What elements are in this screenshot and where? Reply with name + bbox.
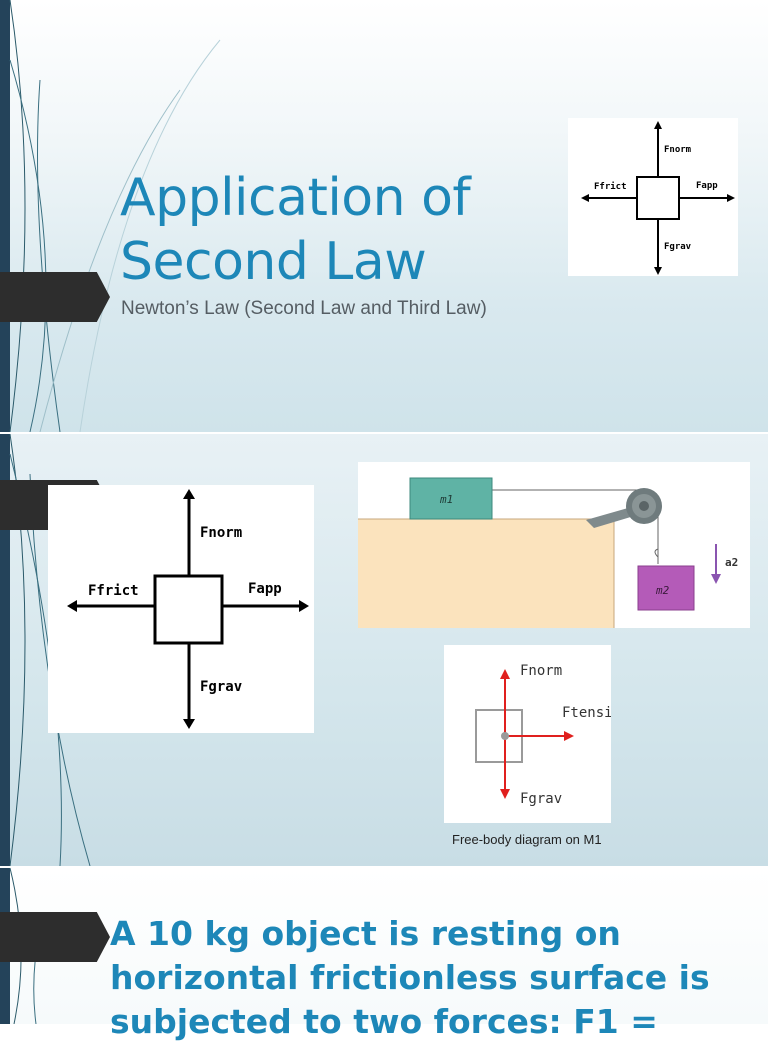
table-surface [358, 519, 614, 628]
fbd-large-frict-label: Ffrict [88, 583, 139, 599]
fbd-large-norm-label: Fnorm [200, 525, 242, 541]
accel-label: a2 [725, 556, 738, 569]
fbd-large-app-label: Fapp [248, 581, 282, 597]
block-m1 [409, 477, 493, 520]
left-accent-bar [0, 434, 10, 866]
slide-title: Application of Second Law [120, 166, 471, 294]
fbd-m1-grav-label: Fgrav [520, 791, 562, 807]
slide-1: Application of Second Law Newton’s Law (… [0, 0, 768, 432]
title-line-1: Application of [120, 168, 471, 228]
fbd-small-app-label: Fapp [696, 181, 718, 191]
m2-label: m2 [655, 584, 670, 597]
fbd-small-norm-label: Fnorm [664, 145, 692, 155]
free-body-diagram-large: Fnorm Ffrict Fapp Fgrav [48, 485, 314, 733]
slide-subtitle: Newton’s Law (Second Law and Third Law) [121, 298, 487, 319]
pulley-system-diagram: m1 m2 a2 [358, 462, 750, 628]
free-body-diagram-small: Fnorm Ffrict Fapp Fgrav [568, 118, 738, 276]
m1-label: m1 [439, 493, 453, 506]
fbd-m1-tension-label: Ftension [562, 705, 611, 721]
decorative-lines [9, 0, 221, 432]
section-arrow-tag [0, 272, 110, 322]
problem-statement: A 10 kg object is resting on horizontal … [110, 914, 710, 1041]
fbd-small-frict-label: Ffrict [594, 181, 627, 192]
fbd-large-grav-label: Fgrav [200, 679, 242, 695]
title-line-2: Second Law [120, 232, 427, 292]
section-arrow-tag [0, 912, 110, 962]
slide-3 [0, 868, 768, 1024]
block-m2 [637, 565, 695, 611]
fbd-caption: Free-body diagram on M1 [452, 832, 602, 847]
fbd-m1-norm-label: Fnorm [520, 663, 562, 679]
left-accent-bar [0, 0, 10, 432]
fbd-small-grav-label: Fgrav [664, 242, 692, 252]
free-body-diagram-m1: Fnorm Ftension Fgrav [444, 645, 629, 823]
